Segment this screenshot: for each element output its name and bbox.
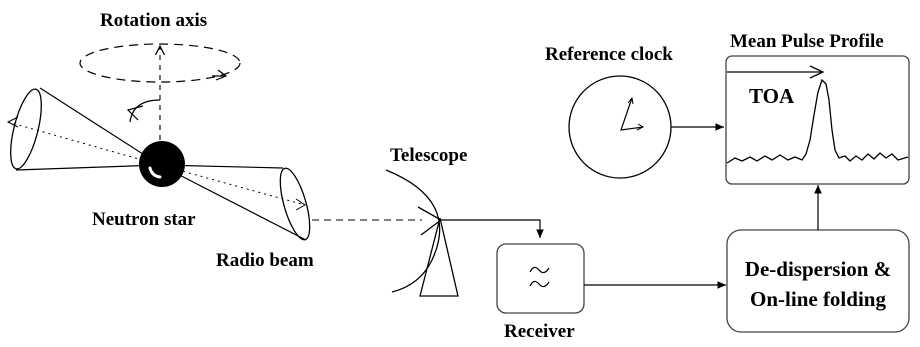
receiver-box [496,243,585,314]
pulse-profile-trace [726,78,909,164]
toa-label: TOA [749,84,795,108]
neutron-star-icon [139,141,185,187]
telescope-icon [385,169,459,297]
telescope-label: Telescope [390,145,467,166]
rotation-arc [129,99,161,123]
pulse-profile-box [725,55,910,185]
receiver-wave-icon [529,266,550,288]
left-beam-cone [6,87,161,171]
mean-pulse-profile-label: Mean Pulse Profile [730,31,884,52]
receiver-label: Receiver [504,321,575,342]
telescope-to-receiver-arrow [441,219,544,238]
dedispersion-box [726,229,910,333]
neutron-star-label: Neutron star [92,209,196,230]
dedispersion-label-line1: De-dispersion & [745,257,891,281]
dedispersion-label-line2: On-line folding [750,287,886,311]
radio-beam-label: Radio beam [216,250,314,271]
reference-clock-label: Reference clock [545,44,673,65]
rotation-arrow-icon [212,69,228,81]
right-beam-cone [159,164,311,241]
rotation-ellipse [79,43,241,83]
clock-icon [568,75,672,179]
rotation-axis-label: Rotation axis [100,10,207,31]
